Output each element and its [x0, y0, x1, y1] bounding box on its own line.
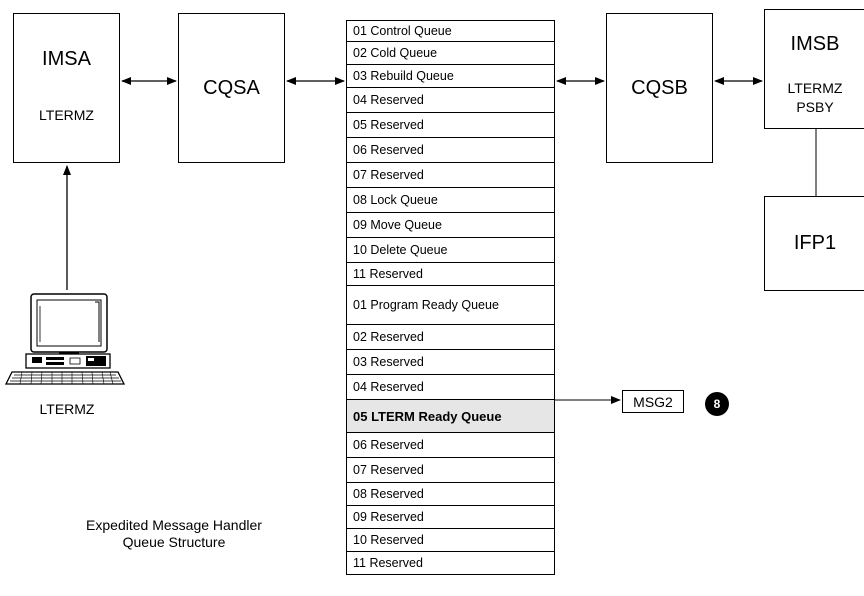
- msg2-box: MSG2: [622, 390, 684, 413]
- diagram-caption: Expedited Message Handler Queue Structur…: [36, 517, 312, 551]
- msg2-label: MSG2: [633, 394, 673, 410]
- step-badge: 8: [705, 392, 729, 416]
- computer-terminal-icon: [4, 292, 128, 388]
- caption-line2: Queue Structure: [36, 534, 312, 551]
- terminal-label: LTERMZ: [22, 401, 112, 417]
- caption-line1: Expedited Message Handler: [36, 517, 312, 534]
